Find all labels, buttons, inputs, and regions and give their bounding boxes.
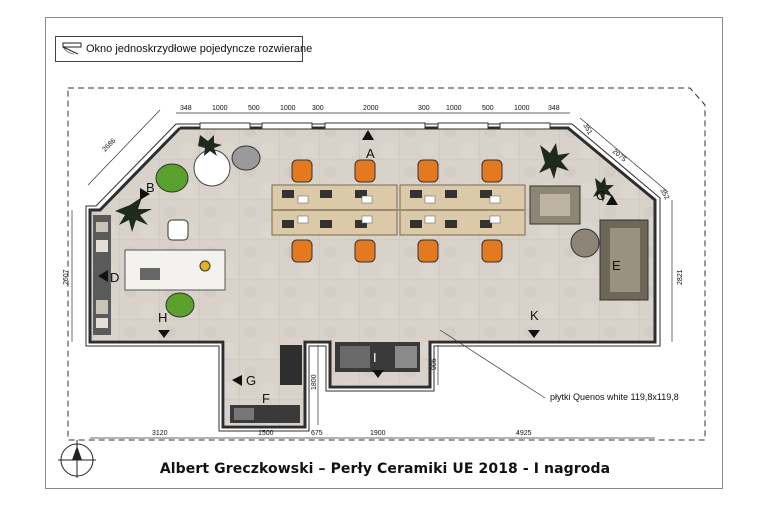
caption: Albert Greczkowski – Perły Ceramiki UE 2…	[159, 461, 611, 477]
office-chairs-orange	[291, 159, 503, 263]
dim-top-5: 2000	[363, 105, 379, 112]
dim-top-8: 500	[482, 105, 494, 112]
dim-bottom-2: 675	[311, 430, 323, 437]
dim-905: 905	[431, 358, 438, 370]
reception-desk	[124, 219, 226, 318]
lounge-right	[529, 143, 649, 301]
marker-H: H	[158, 310, 167, 325]
marker-D: D	[110, 270, 119, 285]
marker-G: G	[246, 373, 256, 388]
dim-bottom-1: 1500	[258, 430, 274, 437]
exterior-wall	[88, 126, 657, 429]
dim-corner-right: 352	[658, 188, 670, 202]
dim-bottom-4: 4925	[516, 430, 532, 437]
dim-top-6: 300	[418, 105, 430, 112]
dim-right: 2821	[677, 269, 684, 285]
exterior-wall-outer	[85, 123, 661, 432]
marker-F: F	[262, 391, 270, 406]
marker-E: E	[612, 258, 621, 273]
dim-top-2: 500	[248, 105, 260, 112]
desk-cluster	[271, 184, 526, 236]
dim-top-0: 348	[180, 105, 192, 112]
dim-top-10: 348	[548, 105, 560, 112]
dim-bottom-0: 3120	[152, 430, 168, 437]
dim-top-4: 300	[312, 105, 324, 112]
marker-A: A	[366, 146, 375, 161]
marker-C: C	[596, 188, 605, 203]
legend-box: Okno jednoskrzydłowe pojedyncze rozwiera…	[55, 36, 312, 62]
marker-B: B	[146, 180, 155, 195]
bottom-dimension-labels: 3120 1500 675 1900 4925	[152, 430, 532, 437]
lounge-left	[115, 135, 261, 232]
dim-diag-left: 2686	[101, 137, 117, 153]
view-markers: A B C D E F G H I K	[98, 130, 621, 406]
dim-bottom-3: 1900	[370, 430, 386, 437]
top-dimension-labels: 348 1000 500 1000 300 2000 300 1000 500 …	[180, 105, 560, 112]
tile-note: płytki Quenos white 119,8x119,8	[550, 392, 679, 402]
north-arrow-icon	[58, 440, 96, 478]
legend-label: Okno jednoskrzydłowe pojedyncze rozwiera…	[86, 43, 313, 55]
kitchenette	[230, 342, 420, 423]
site-boundary	[67, 87, 706, 441]
dim-top-1: 1000	[212, 105, 228, 112]
window-icon	[62, 42, 82, 55]
dim-top-3: 1000	[280, 105, 296, 112]
marker-I: I	[373, 350, 377, 365]
dim-1800: 1800	[311, 374, 318, 390]
dim-top-7: 1000	[446, 105, 462, 112]
dim-diag-right: 2075	[611, 148, 628, 163]
dim-corner-top: 351	[581, 123, 593, 137]
marker-K: K	[530, 308, 539, 323]
top-windows	[199, 122, 551, 130]
dim-left: 2607	[63, 269, 70, 285]
dimension-lines	[71, 109, 673, 439]
dim-top-9: 1000	[514, 105, 530, 112]
